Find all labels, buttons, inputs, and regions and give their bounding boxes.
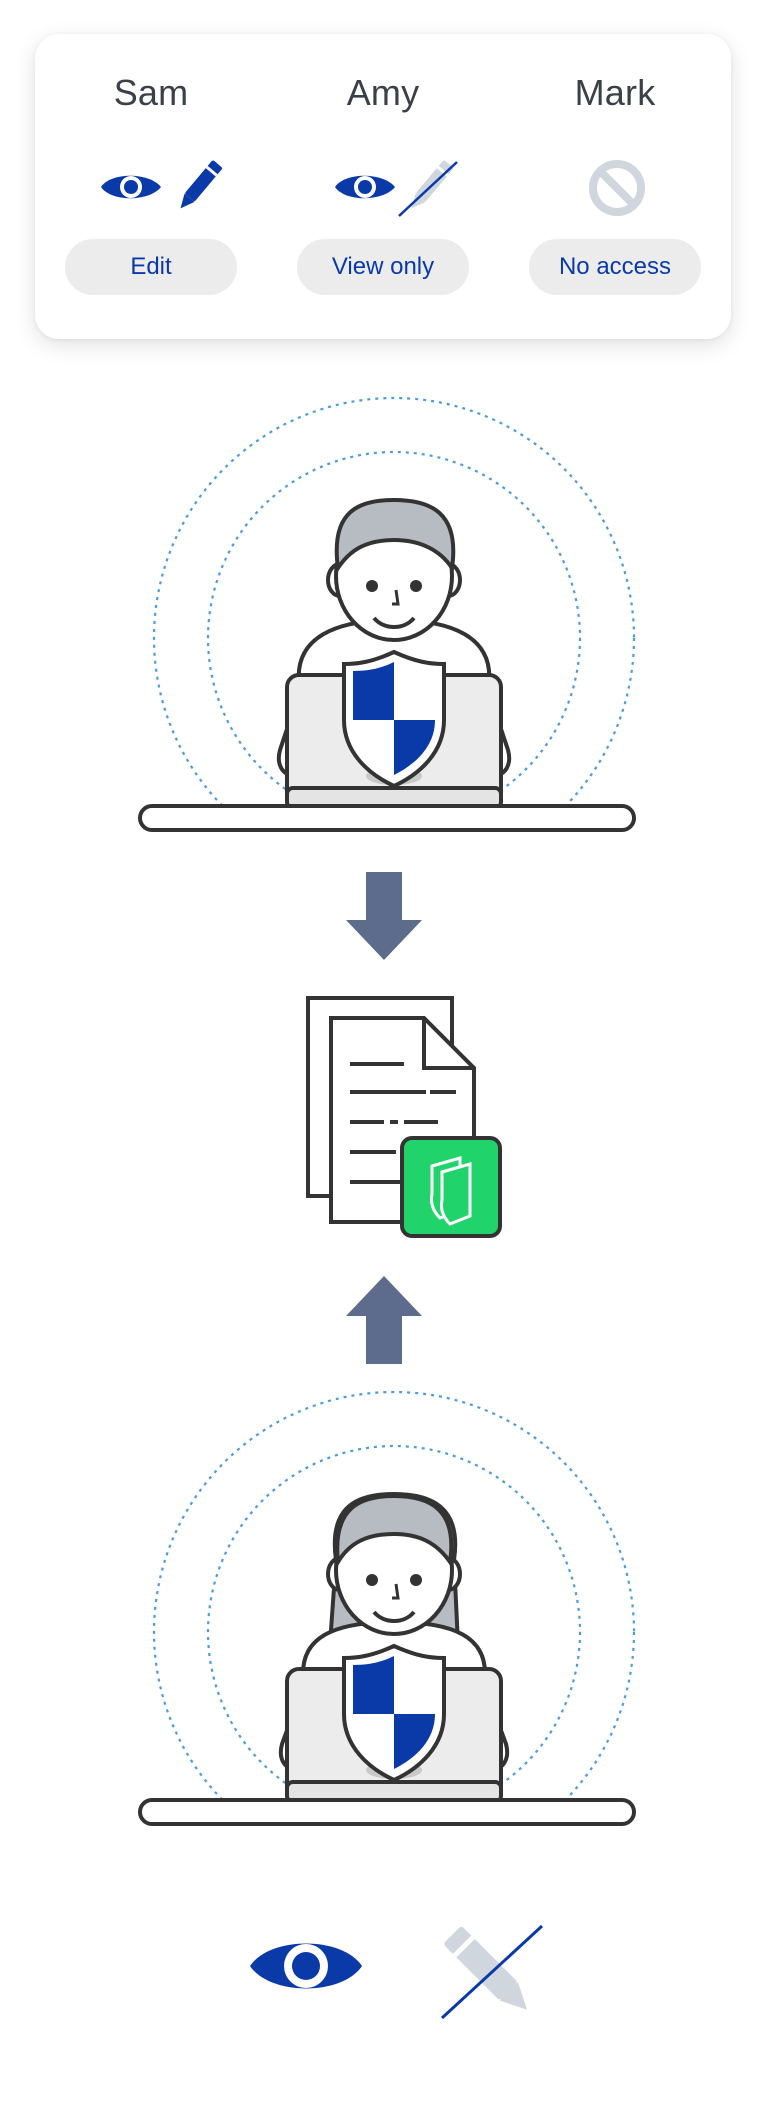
- app-badge-icon: [400, 1136, 502, 1238]
- eye-icon: [101, 175, 161, 199]
- user-name: Sam: [113, 72, 189, 113]
- arrow-down-icon: [346, 872, 422, 960]
- user-permission-icons: [35, 152, 267, 222]
- pencil-crossed-icon: [398, 160, 458, 217]
- access-level-view-only-button[interactable]: View only: [297, 239, 469, 295]
- pencil-icon: [180, 160, 222, 209]
- secured-user-illustration-top: [138, 396, 636, 832]
- shield-icon: [342, 1643, 446, 1783]
- pencil-crossed-icon: [440, 1924, 544, 2020]
- permissions-card: Sam Edit Amy: [35, 34, 731, 339]
- security-rings: [152, 396, 636, 810]
- access-level-edit-button[interactable]: Edit: [65, 239, 237, 295]
- eye-icon: [335, 175, 395, 199]
- user-mark: Mark No access: [499, 34, 731, 339]
- desk: [138, 1798, 636, 1826]
- security-rings: [152, 1390, 636, 1804]
- eye-icon: [250, 1943, 362, 1989]
- prohibited-icon: [589, 160, 645, 216]
- user-name: Mark: [574, 72, 656, 113]
- user-permission-icons: [267, 152, 499, 222]
- shield-icon: [342, 649, 446, 789]
- shared-document-illustration: [306, 996, 502, 1238]
- person-head: [326, 1493, 462, 1636]
- person-head: [326, 497, 462, 642]
- user-name: Amy: [346, 72, 420, 113]
- user-amy: Amy View only: [267, 34, 499, 339]
- user-permission-icons: [499, 152, 731, 222]
- desk: [138, 804, 636, 832]
- access-level-no-access-button[interactable]: No access: [529, 239, 701, 295]
- secured-user-illustration-bottom: [138, 1390, 636, 1826]
- user-sam: Sam Edit: [35, 34, 267, 339]
- bottom-permission-icons: [250, 1924, 544, 2020]
- arrow-up-icon: [346, 1276, 422, 1364]
